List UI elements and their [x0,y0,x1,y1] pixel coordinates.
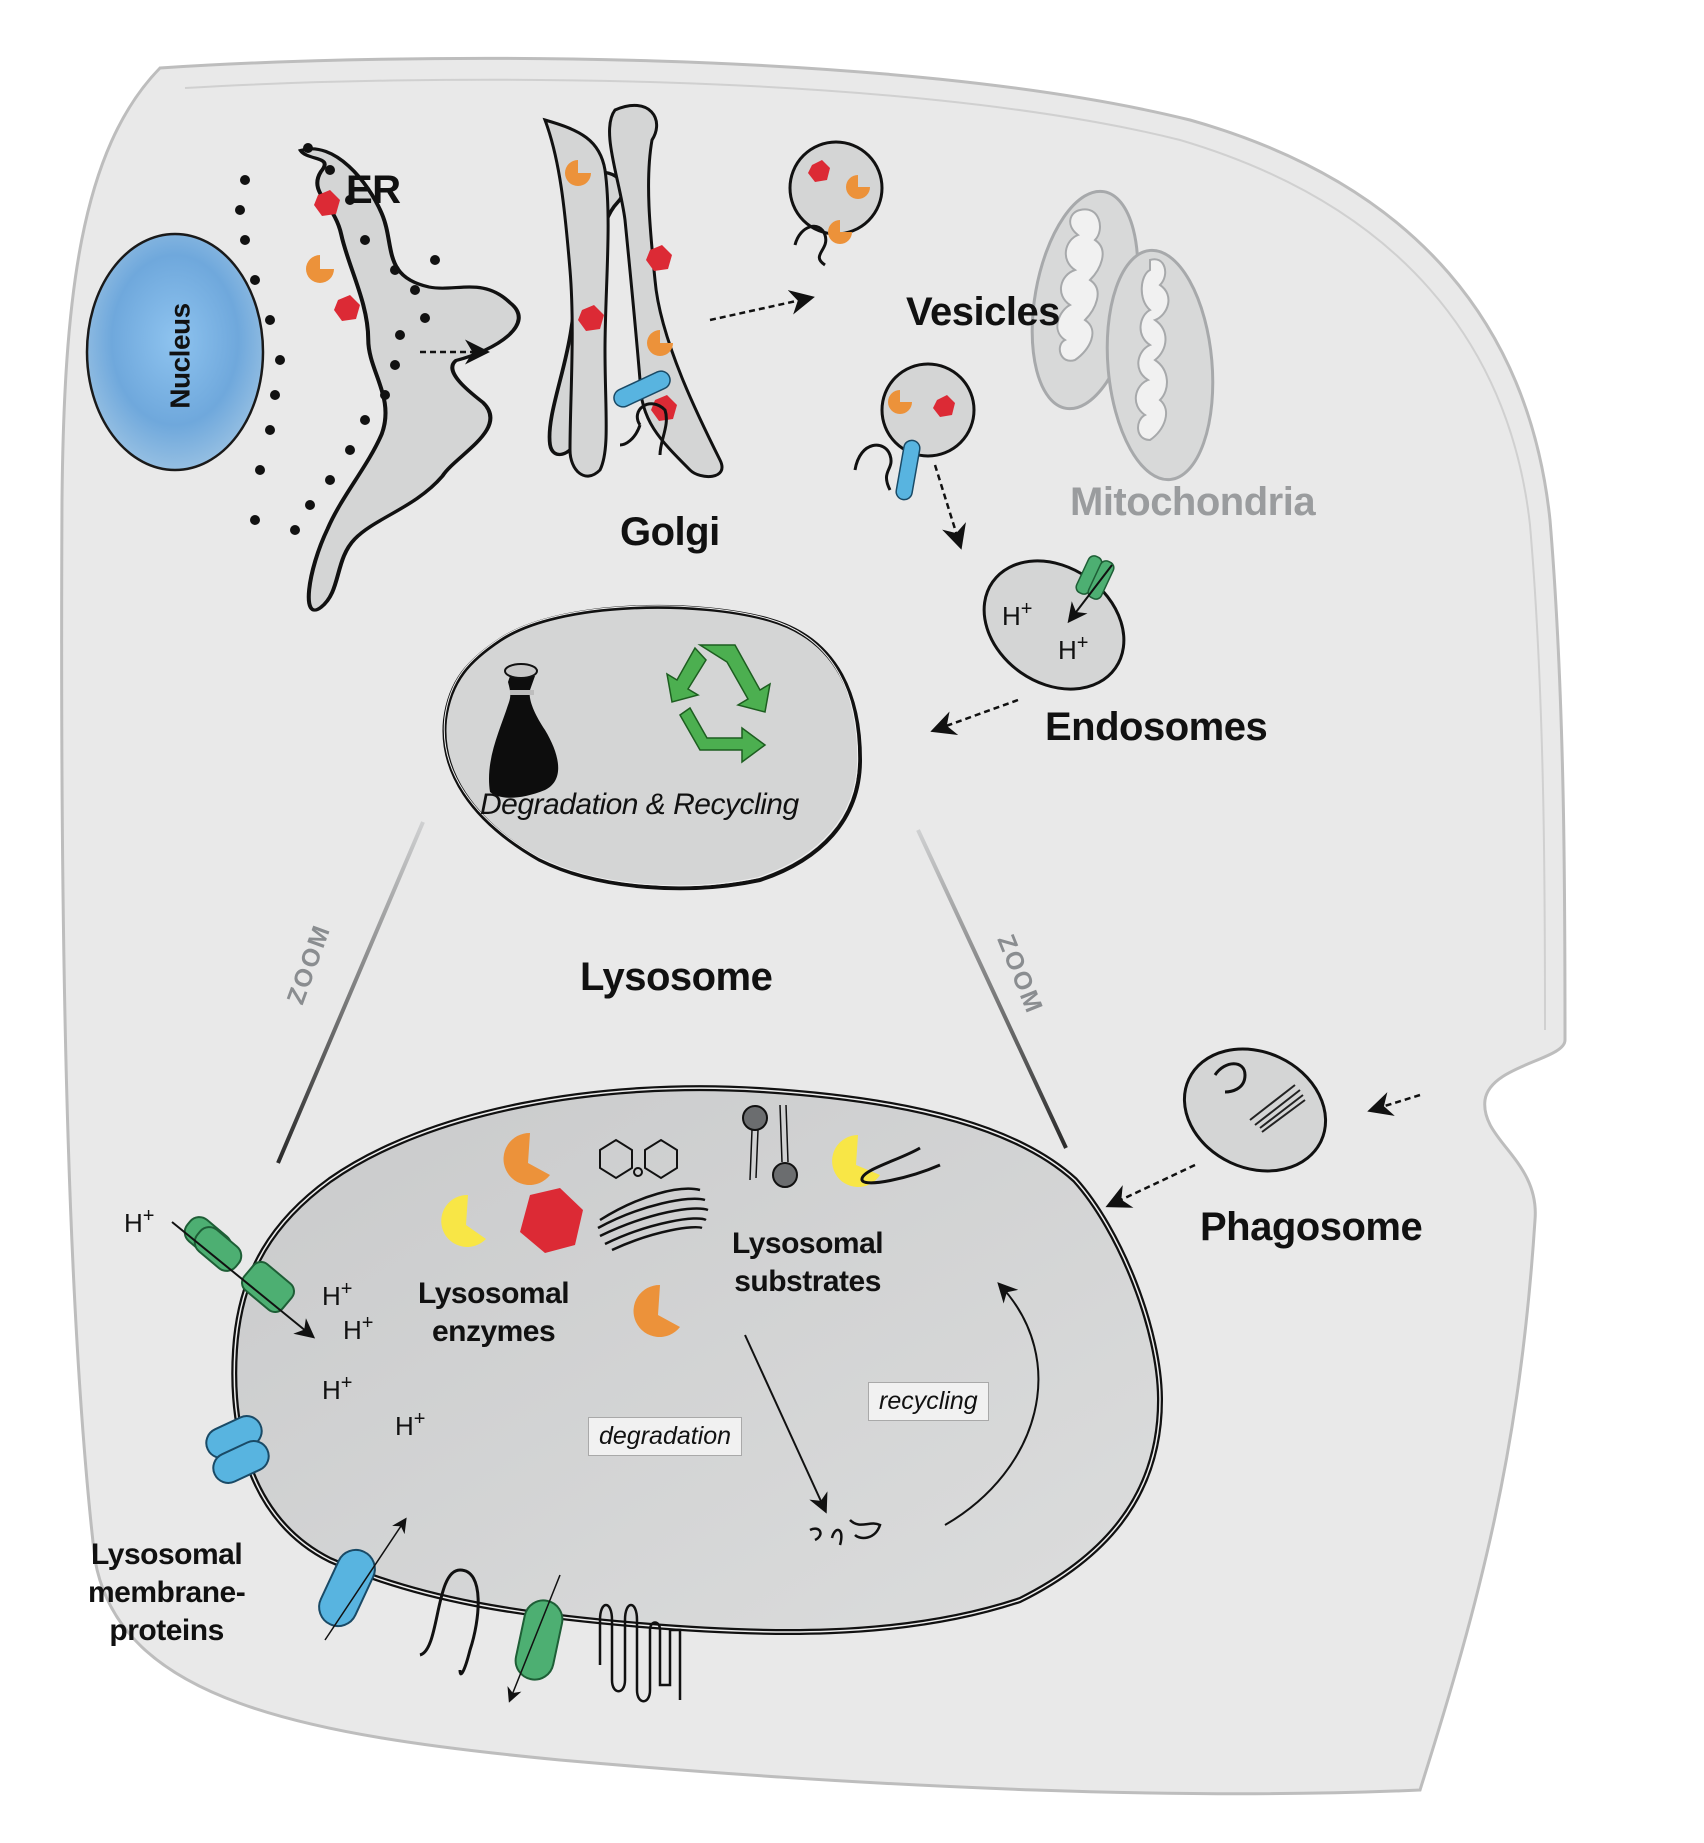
membrane-transporter-blue [318,1517,407,1641]
vesicles-label: Vesicles [906,290,1060,334]
proton-symbol: H [124,1208,143,1238]
enzyme-yellow [832,1135,880,1187]
phagosome-to-lysosome-arrow [1105,1163,1196,1208]
phagosome [1182,1047,1328,1173]
substrate-peptide [860,1146,941,1185]
multi-pass-membrane-protein [598,1603,682,1703]
endosome [982,555,1126,691]
proton-label: H+ [322,1278,352,1312]
vesicle [788,140,884,267]
er-label: ER [346,168,401,212]
substrates-line-2: substrates [734,1265,881,1298]
proton-symbol: H [322,1375,341,1405]
enzymes-line-2: enzymes [431,1315,556,1348]
degradation-tag: degradation [588,1417,743,1456]
golgi-to-vesicle-arrow [709,290,815,322]
proton-label: H+ [1058,632,1088,666]
enzyme-yellow [441,1194,486,1247]
nucleus [85,232,265,472]
recycle-icon [665,644,772,764]
proton-label: H+ [322,1372,352,1406]
proton-charge: + [413,1408,426,1430]
recycling-arrow [944,1282,1040,1526]
proton-charge: + [1020,598,1033,620]
proton-label: H+ [1002,598,1032,632]
substrate-sugar [599,1138,678,1180]
mitochondria-label: Mitochondria [1070,480,1316,524]
membrane-proteins-line-2: membrane- [88,1576,246,1609]
trash-bag-icon [489,663,559,798]
membrane-proteins-line-1: Lysosomal [91,1538,243,1571]
lysosome-label: Lysosome [580,955,773,999]
membrane-proteins-line-3: proteins [109,1614,224,1647]
proton-label: H+ [395,1408,425,1442]
substrates-line-1: Lysosomal [732,1227,884,1260]
proton-charge: + [340,1278,353,1300]
substrate-aggregate [597,1187,709,1252]
proton-charge: + [361,1312,374,1334]
golgi-label: Golgi [620,510,720,554]
lysosomal-enzymes-label: Lysosomal enzymes [418,1275,570,1351]
enzyme-orange [503,1132,550,1185]
uptake-arrow [1367,1092,1421,1116]
lysosome-detail [231,1085,1164,1636]
proton-label: H+ [124,1205,154,1239]
endosomes-label: Endosomes [1045,705,1268,749]
proton-charge: + [1076,632,1089,654]
recycling-tag: recycling [868,1382,989,1421]
degradation-products [809,1519,882,1546]
proton-pump [171,1216,316,1339]
vesicle [853,362,976,501]
membrane-channel-blue [205,1415,270,1484]
degradation-recycling-caption: Degradation & Recycling [480,788,799,821]
endosome-to-lysosome-arrow [930,698,1019,735]
proton-charge: + [142,1205,155,1227]
substrate-lipid [742,1104,798,1188]
mitochondria [1030,189,1215,482]
golgi-apparatus [542,103,724,479]
proton-symbol: H [322,1281,341,1311]
proton-symbol: H [1058,635,1077,665]
proton-label: H+ [343,1312,373,1346]
proton-symbol: H [343,1315,362,1345]
enzymes-line-1: Lysosomal [418,1277,570,1310]
enzyme-red [520,1188,583,1253]
lysosomal-membrane-proteins-label: Lysosomal membrane- proteins [88,1536,246,1650]
zoom-line-left [276,821,425,1164]
zoom-line-right [916,829,1068,1149]
lysosome-overview [442,604,863,891]
lysosomal-substrates-label: Lysosomal substrates [732,1225,884,1301]
membrane-transporter-green [507,1574,564,1703]
proton-charge: + [340,1372,353,1394]
vesicle-to-endosome-arrow [933,464,966,550]
nucleus-label: Nucleus [164,303,196,409]
degradation-arrow [744,1334,828,1514]
enzyme-orange [633,1284,680,1337]
phagosome-label: Phagosome [1200,1205,1423,1249]
membrane-protein-loop [419,1568,480,1676]
proton-symbol: H [395,1411,414,1441]
proton-symbol: H [1002,601,1021,631]
endoplasmic-reticulum [235,143,521,612]
